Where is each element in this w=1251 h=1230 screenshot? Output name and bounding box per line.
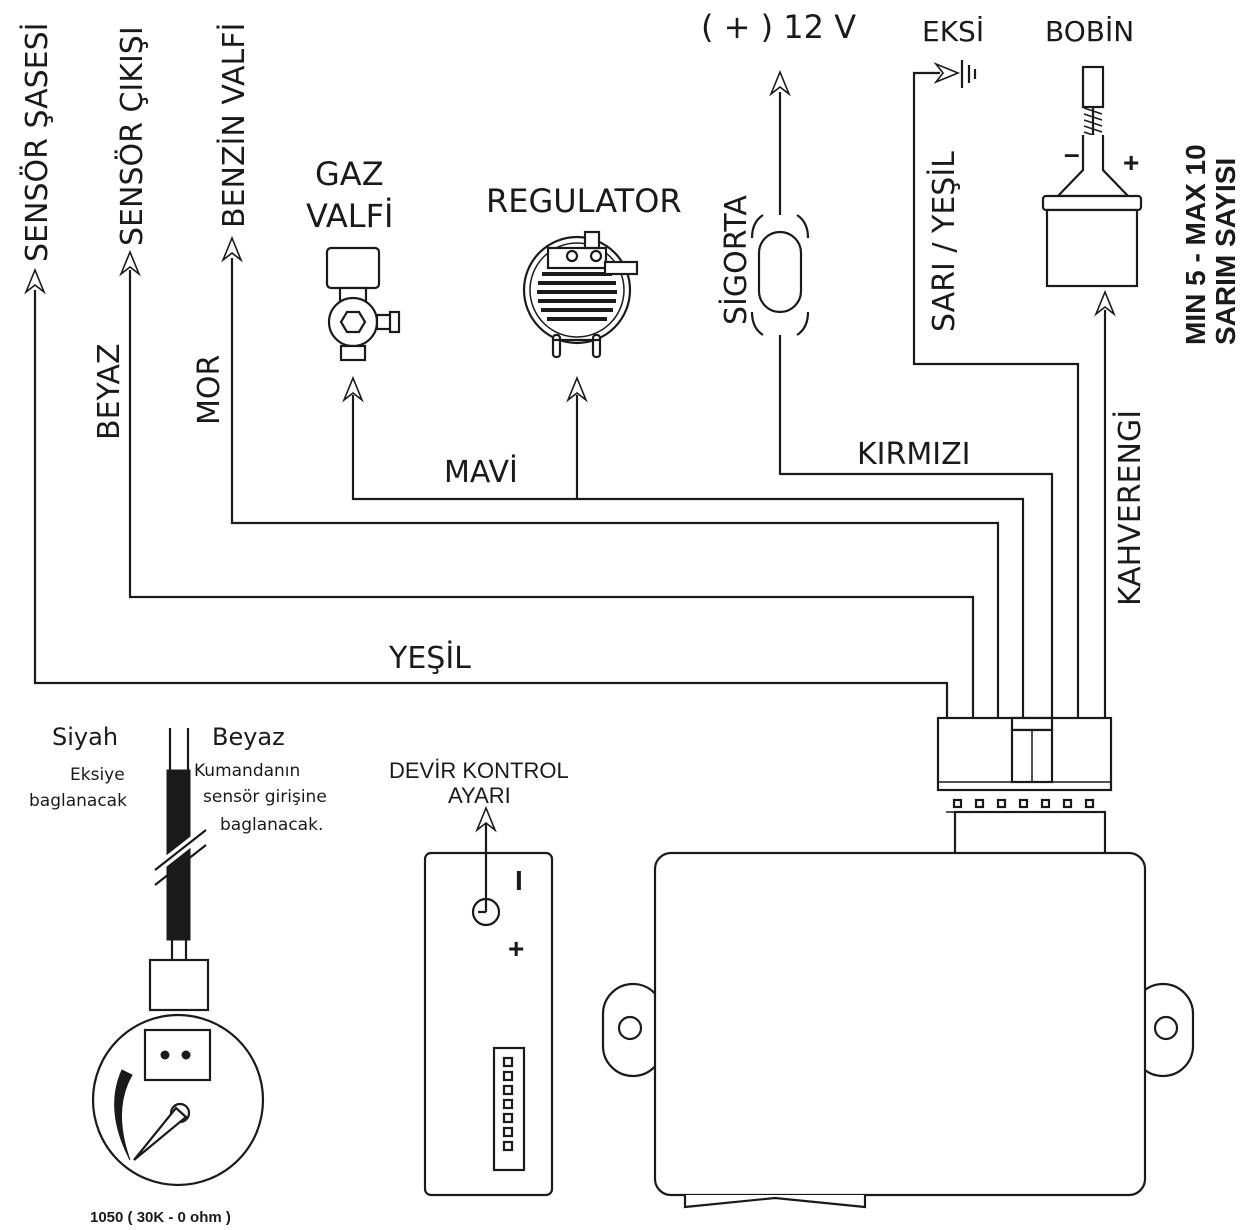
label-rpm-plus: + bbox=[508, 933, 524, 964]
wire-yellow-green bbox=[912, 71, 1080, 718]
label-rpm-minus: I bbox=[515, 865, 523, 896]
label-sensor-caption: 1050 ( 30K - 0 ohm ) bbox=[90, 1209, 231, 1226]
ground-symbol-icon bbox=[960, 60, 977, 88]
wire-white bbox=[128, 270, 975, 718]
rpm-control-module bbox=[423, 820, 554, 1197]
fuse-icon bbox=[750, 214, 810, 336]
label-sensor-output: SENSÖR ÇIKIŞI bbox=[114, 26, 150, 246]
arrow-petrol-valve-icon bbox=[222, 237, 242, 261]
label-wire-purple: MOR bbox=[192, 355, 227, 425]
regulator-icon bbox=[522, 230, 639, 359]
label-black-note-2: baglanacak bbox=[29, 791, 127, 811]
label-sensor-black: Siyah bbox=[52, 723, 118, 751]
coil-icon bbox=[1041, 65, 1143, 288]
label-gas-valve-2: VALFİ bbox=[306, 197, 393, 235]
label-sensor-ground: SENSÖR ŞASESİ bbox=[19, 23, 55, 263]
label-coil: BOBİN bbox=[1045, 15, 1134, 48]
label-rpm-2: AYARI bbox=[448, 783, 511, 808]
ecu-box bbox=[601, 851, 1195, 1209]
label-coil-turns-1: MIN 5 - MAX 10 bbox=[1180, 144, 1211, 345]
label-wire-brown: KAHVERENGİ bbox=[1112, 410, 1148, 606]
label-coil-minus: – bbox=[1064, 138, 1080, 169]
gas-valve-icon bbox=[325, 246, 401, 362]
label-fuse: SİGORTA bbox=[718, 195, 754, 325]
label-coil-turns-2: SARIM SAYISI bbox=[1210, 158, 1241, 345]
label-wire-blue: MAVİ bbox=[444, 454, 518, 490]
ecu-connector bbox=[936, 716, 1113, 856]
wire-purple bbox=[230, 258, 1000, 718]
label-white-note-3: baglanacak. bbox=[220, 815, 323, 835]
label-ground: EKSİ bbox=[922, 15, 984, 48]
label-coil-plus: + bbox=[1123, 147, 1139, 178]
arrow-power-icon bbox=[770, 71, 790, 95]
label-gas-valve-1: GAZ bbox=[315, 155, 384, 193]
label-wire-green: YEŞİL bbox=[388, 640, 471, 676]
label-regulator: REGULATOR bbox=[486, 182, 682, 220]
wire-blue bbox=[351, 395, 1025, 718]
label-power: ( + ) 12 V bbox=[701, 8, 856, 46]
wire-green bbox=[33, 290, 949, 718]
label-wire-red: KIRMIZI bbox=[857, 437, 971, 472]
label-white-note-1: Kumandanın bbox=[194, 761, 300, 781]
label-black-note-1: Eksiye bbox=[70, 765, 125, 785]
label-petrol-valve: BENZİN VALFİ bbox=[216, 23, 252, 228]
label-rpm-1: DEVİR KONTROL bbox=[389, 758, 569, 783]
label-sensor-white: Beyaz bbox=[212, 723, 285, 751]
arrow-ground-icon bbox=[933, 62, 961, 84]
arrow-sensor-ground-icon bbox=[25, 269, 45, 293]
label-wire-yellow-green: SARI / YEŞİL bbox=[926, 151, 962, 332]
tps-sensor-icon bbox=[91, 728, 265, 1187]
label-white-note-2: sensör girişine bbox=[203, 787, 327, 807]
label-wire-white: BEYAZ bbox=[92, 343, 127, 440]
wire-red-lower bbox=[778, 335, 1054, 718]
